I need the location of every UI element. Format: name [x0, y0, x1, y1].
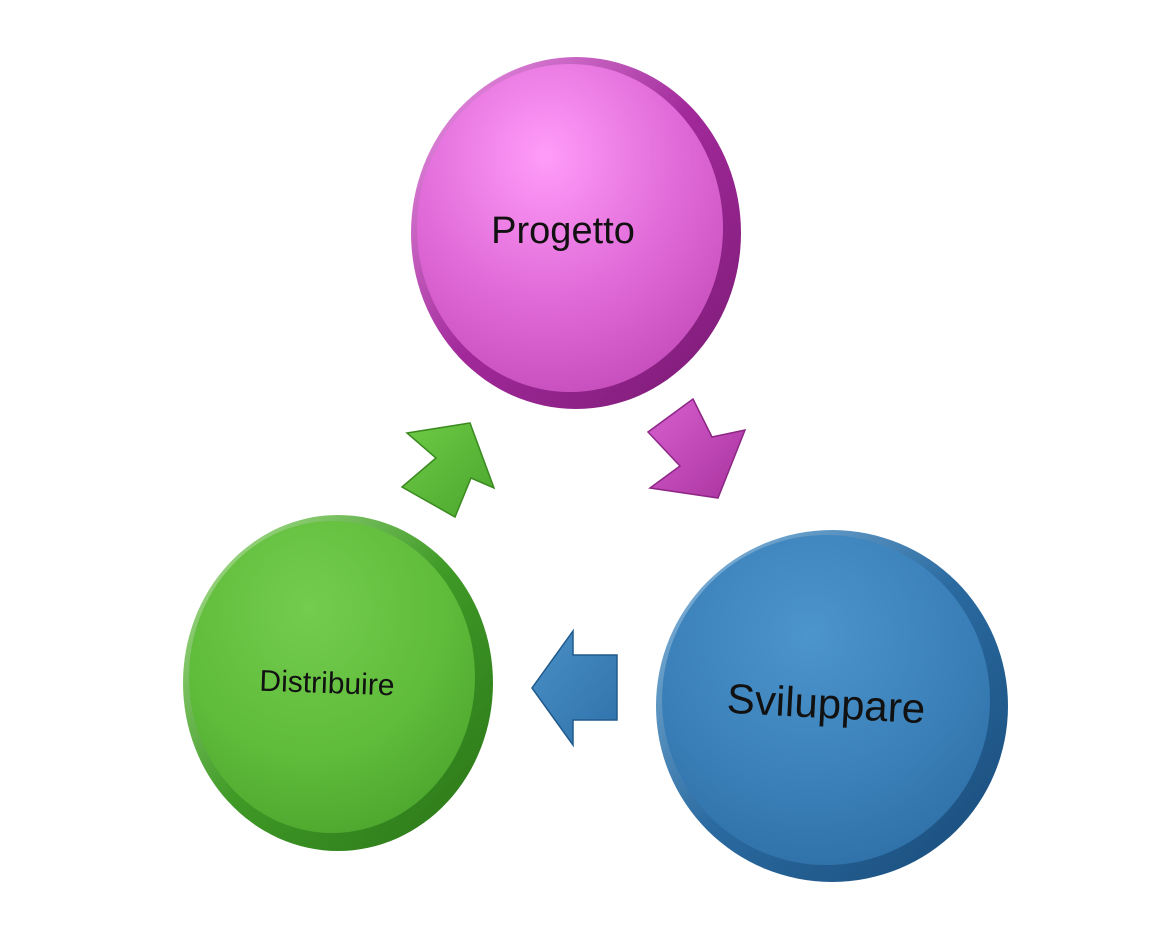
node-deploy-face	[189, 521, 475, 833]
arrow-develop-to-deploy-shape	[531, 628, 618, 748]
node-design-label: Progetto	[491, 210, 635, 252]
node-design-face	[417, 64, 723, 392]
node-develop-face	[662, 535, 990, 865]
arrow-deploy-to-design	[400, 422, 496, 519]
node-design: Progetto	[411, 57, 741, 409]
arrow-design-to-develop-shape	[646, 397, 747, 499]
node-deploy: Distribuire	[183, 515, 493, 851]
arrow-deploy-to-design-shape	[400, 422, 496, 519]
node-develop-label: Sviluppare	[726, 675, 927, 732]
arrow-develop-to-deploy	[531, 628, 618, 748]
arrow-design-to-develop	[646, 397, 747, 499]
node-deploy-label: Distribuire	[259, 665, 395, 703]
node-develop: Sviluppare	[656, 530, 1008, 882]
